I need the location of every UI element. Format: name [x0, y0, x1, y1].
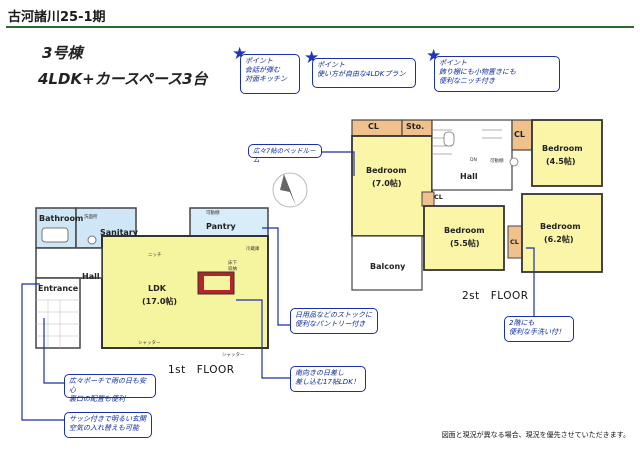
- closet-label: CL: [434, 193, 443, 201]
- disclaimer: 図面と現況が異なる場合、現況を優先させていただきます。: [441, 431, 630, 439]
- floor-label-2f: 2st FLOOR: [462, 290, 529, 302]
- room-bathroom: Bathroom: [39, 214, 84, 223]
- callout-ldk: 南向きの日差し 差し込む17帖LDK！: [290, 366, 366, 392]
- header-divider: [6, 26, 634, 28]
- callout-bedroom-7: 広々7帖のベッドルーム: [248, 144, 322, 164]
- room-bedroom-7: Bedroom: [366, 166, 407, 175]
- room-hall: Hall: [460, 172, 478, 181]
- point-plan: ポイント 使い方が自由な4LDKプラン: [312, 58, 416, 88]
- room-washroom: 洗面所: [84, 215, 98, 220]
- room-hall: Hall: [82, 272, 100, 281]
- page-title: 古河諸川25-1期: [8, 10, 106, 25]
- storage-label: Sto.: [406, 122, 425, 131]
- room-bedroom-62: Bedroom: [540, 222, 581, 231]
- room-pantry: Pantry: [206, 222, 236, 231]
- room-balcony: Balcony: [370, 262, 406, 271]
- shutter-label: シャッター: [138, 341, 161, 346]
- underfloor-storage-label: 床下 収納: [228, 261, 237, 272]
- room-bedroom-55-size: (5.5帖): [450, 239, 480, 248]
- storage-label: 可動棚: [206, 211, 220, 216]
- floor-plan-1f: Bathroom 洗面所 Sanitary 可動棚 Pantry 冷蔵庫 ニッチ…: [30, 200, 275, 360]
- dn-label: DN: [470, 158, 477, 163]
- room-bedroom-45: Bedroom: [542, 144, 583, 153]
- room-ldk-size: (17.0帖): [142, 297, 178, 306]
- compass-icon: [270, 170, 310, 210]
- plan-type: 4LDK+カースペース3台: [38, 70, 208, 88]
- room-sanitary: Sanitary: [100, 228, 138, 237]
- room-bedroom-55: Bedroom: [444, 226, 485, 235]
- closet-label: CL: [368, 122, 379, 131]
- floor-label-1f: 1st FLOOR: [168, 364, 235, 376]
- building-number: 3号棟: [42, 44, 83, 62]
- closet-label: CL: [510, 238, 519, 246]
- room-bedroom-62-size: (6.2帖): [544, 235, 574, 244]
- room-entrance: Entrance: [38, 284, 79, 293]
- niche-label: ニッチ: [148, 253, 162, 258]
- room-ldk: LDK: [148, 284, 166, 293]
- callout-pantry: 日用品などのストックに 便利なパントリー付き: [290, 308, 378, 334]
- fridge-label: 冷蔵庫: [246, 247, 260, 252]
- point-niche: ポイント 飾り棚にも小物置きにも 便利なニッチ付き: [434, 56, 560, 92]
- callout-porch: 広々ポーチで雨の日も安心 裏口の配置も便利: [64, 374, 156, 403]
- closet-label: CL: [514, 130, 525, 139]
- callout-entrance: サッシ付きで明るい玄関 空気の入れ替えも可能: [64, 412, 152, 438]
- shutter-label: シャッター: [222, 353, 245, 358]
- point-kitchen: ポイント 会話が弾む 対面キッチン: [240, 54, 300, 94]
- callout-washbasin: 2階にも 便利な手洗い付！: [504, 316, 574, 342]
- floor-plan-2f: CL Sto. Bedroom (7.0帖) CL Bedroom (4.5帖)…: [348, 116, 608, 296]
- shelf-label: 可動棚: [490, 159, 504, 164]
- room-bedroom-7-size: (7.0帖): [372, 179, 402, 188]
- room-bedroom-45-size: (4.5帖): [546, 157, 576, 166]
